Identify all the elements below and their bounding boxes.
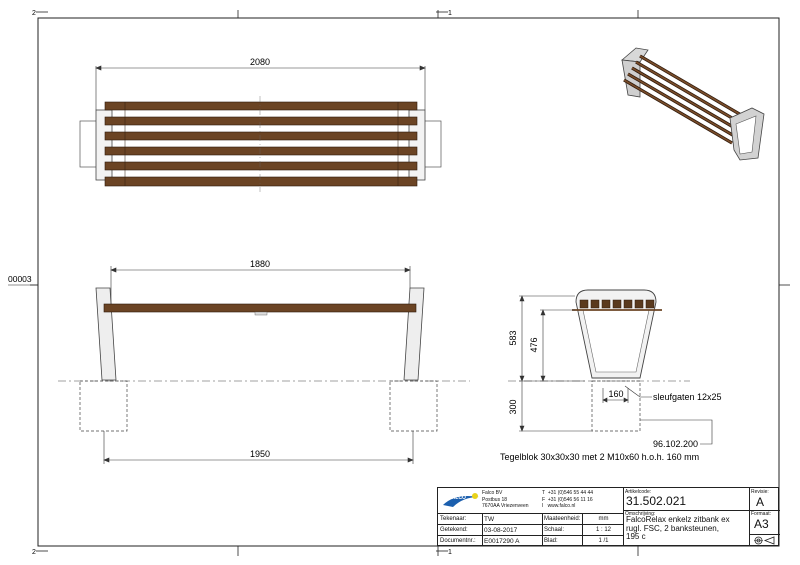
corner-mark-top-right: 1 bbox=[448, 10, 452, 17]
block-caption: Tegelblok 30x30x30 met 2 M10x60 h.o.h. 1… bbox=[500, 452, 699, 462]
title-block: FALCO Falco BV Postbus 18 7670AA Vriezen… bbox=[437, 487, 780, 547]
artikelcode-label: Artikelcode: bbox=[625, 489, 652, 495]
artikelcode: 31.502.021 bbox=[626, 494, 687, 508]
blad: 1 /1 bbox=[598, 538, 609, 544]
fax-label: F bbox=[542, 496, 546, 503]
dim-label-583: 583 bbox=[508, 330, 518, 345]
schaal-label: Schaal: bbox=[544, 527, 565, 533]
margin-label: 00003 bbox=[8, 274, 32, 284]
top-view: 2080 bbox=[79, 57, 442, 192]
getekend: 03-08-2017 bbox=[484, 527, 518, 534]
revisie-label: Revisie: bbox=[751, 489, 769, 495]
documentnr: E0017290 A bbox=[484, 538, 520, 545]
fax: +31 (0)546 56 11 16 bbox=[547, 496, 593, 503]
projection-symbol-icon bbox=[754, 536, 776, 547]
company-logo: FALCO bbox=[441, 491, 481, 509]
side-view: 583 476 300 160 sleufgaten 12x25 96.102.… bbox=[500, 289, 722, 462]
company-address2: 7670AA Vriezenveen bbox=[482, 503, 529, 509]
dim-label-476: 476 bbox=[529, 337, 539, 352]
revisie: A bbox=[756, 495, 765, 509]
formaat: A3 bbox=[754, 517, 769, 531]
phone-label: T bbox=[542, 490, 546, 496]
dimension-1950 bbox=[103, 431, 414, 464]
dim-label-1950: 1950 bbox=[250, 449, 270, 459]
phone: +31 (0)546 55 44 44 bbox=[547, 490, 594, 496]
company-name: Falco BV bbox=[482, 490, 503, 496]
top-view-slats bbox=[104, 101, 418, 187]
block-code: 96.102.200 bbox=[653, 439, 698, 449]
front-view: 1880 1950 bbox=[58, 259, 470, 464]
corner-mark-bottom-right: 1 bbox=[448, 549, 452, 556]
dimension-1880 bbox=[110, 266, 411, 305]
documentnr-label: Documentnr.: bbox=[440, 538, 476, 544]
maateenheid: mm bbox=[598, 516, 609, 522]
iso-view bbox=[621, 47, 765, 161]
omschrijving-label: Omschrijving: bbox=[625, 511, 656, 517]
company-address1: Postbus 18 bbox=[482, 496, 508, 503]
dim-label-300: 300 bbox=[508, 399, 518, 414]
omschrijving-line2: rugl. FSC, 2 banksteunen, bbox=[626, 523, 719, 533]
dim-label-2080: 2080 bbox=[250, 57, 270, 67]
front-view-seat bbox=[103, 303, 417, 313]
web-label: I bbox=[542, 503, 544, 509]
slot-label: sleufgaten 12x25 bbox=[653, 392, 722, 402]
maateenheid-label: Maateenheid: bbox=[544, 516, 581, 522]
schaal: 1 : 12 bbox=[595, 527, 611, 533]
zone-ticks bbox=[30, 10, 790, 556]
getekend-label: Getekend: bbox=[440, 527, 468, 533]
formaat-label: Formaat: bbox=[751, 511, 772, 517]
tekenaar: TW bbox=[484, 516, 495, 523]
corner-mark-top-left: 2 bbox=[32, 10, 36, 17]
dim-label-1880: 1880 bbox=[250, 259, 270, 269]
omschrijving-line3: 195 c bbox=[626, 532, 646, 541]
corner-mark-bottom-left: 2 bbox=[32, 549, 36, 556]
dimension-2080 bbox=[95, 65, 426, 110]
blad-label: Blad: bbox=[544, 538, 558, 544]
omschrijving-line1: FalcoRelax enkelz zitbank ex bbox=[626, 515, 730, 524]
tekenaar-label: Tekenaar: bbox=[440, 516, 467, 522]
logo-text: FALCO bbox=[449, 495, 466, 501]
dim-label-160: 160 bbox=[608, 389, 623, 399]
web: www.falco.nl bbox=[547, 503, 576, 509]
drawing-frame bbox=[37, 17, 780, 547]
